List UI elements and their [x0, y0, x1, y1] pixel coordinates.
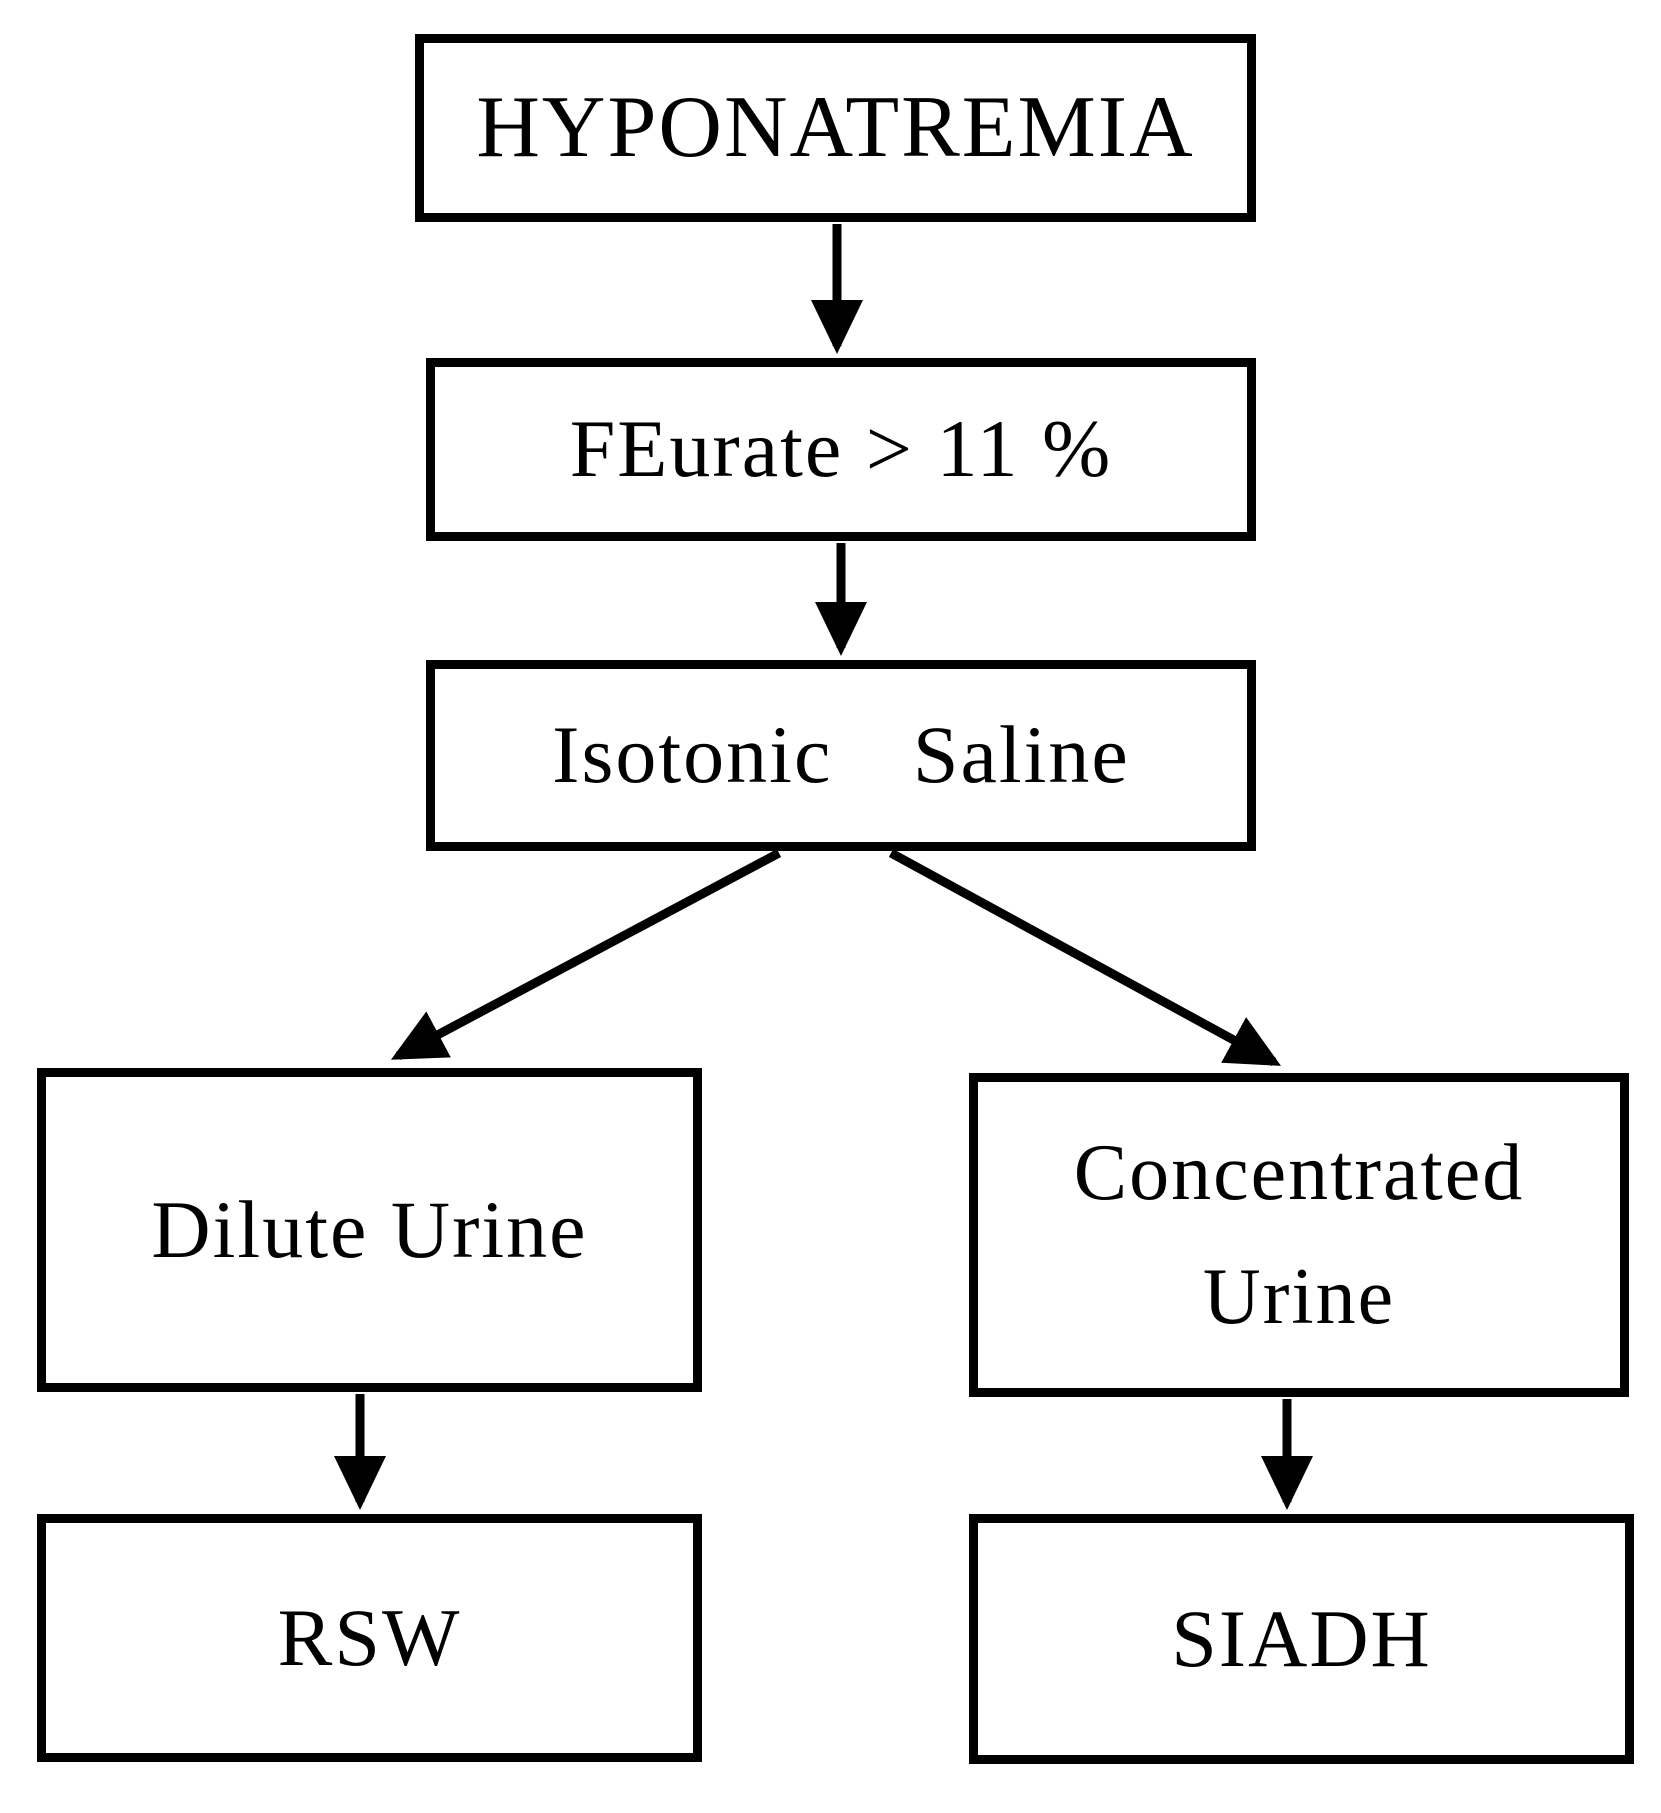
node-hyponatremia: HYPONATREMIA: [415, 34, 1256, 222]
node-rsw: RSW: [37, 1514, 702, 1762]
node-label: FEurate > 11 %: [569, 403, 1113, 495]
node-label-line-2: Urine: [1202, 1253, 1396, 1341]
node-siadh: SIADH: [969, 1514, 1634, 1764]
node-label: RSW: [277, 1591, 462, 1683]
edge-isotonic-saline-dilute-urine: [390, 849, 782, 1060]
node-label: HYPONATREMIA: [476, 79, 1195, 177]
node-label: Dilute Urine: [151, 1183, 588, 1275]
node-isotonic-saline: Isotonic Saline: [426, 660, 1256, 851]
node-label: Isotonic Saline: [552, 709, 1130, 801]
node-concentrated-urine: Concentrated Urine: [969, 1073, 1629, 1397]
node-dilute-urine: Dilute Urine: [37, 1068, 702, 1392]
edge-isotonic-saline-concentrated-urine: [888, 849, 1282, 1066]
node-label: SIADH: [1171, 1592, 1432, 1684]
node-feurate: FEurate > 11 %: [426, 358, 1256, 541]
node-label-line-1: Concentrated: [1073, 1129, 1525, 1217]
